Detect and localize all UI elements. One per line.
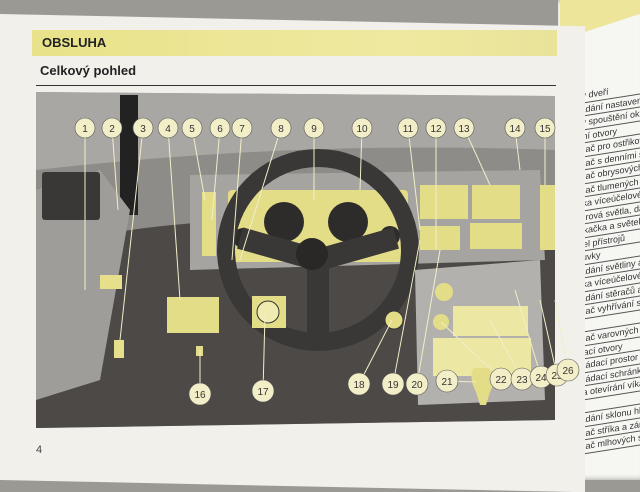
leader-line (111, 127, 119, 211)
callout-number: 1 (82, 124, 88, 135)
callout-number: 25 (551, 371, 563, 382)
door-panel (36, 170, 130, 400)
callout-number: 23 (516, 375, 528, 386)
callout-23: 23 (510, 367, 534, 391)
callout-19: 19 (381, 372, 405, 396)
callout-number: 5 (189, 124, 195, 135)
callout-number: 26 (562, 366, 574, 377)
callout-number: 18 (353, 380, 365, 391)
callout-14: 14 (504, 117, 526, 139)
callout-number: 17 (257, 387, 269, 398)
callout-number: 8 (278, 124, 284, 135)
callout-5: 5 (181, 117, 203, 139)
section-banner: OBSLUHA (32, 30, 557, 56)
leader-line (239, 127, 282, 261)
steering-wheel (217, 149, 419, 351)
callout-6: 6 (209, 117, 231, 139)
gear-lever (471, 368, 494, 405)
callout-21: 21 (435, 369, 459, 393)
callout-number: 22 (495, 375, 507, 386)
leader-line (231, 127, 243, 261)
callout-number: 20 (411, 380, 423, 391)
leader-line (119, 127, 144, 341)
callout-11: 11 (397, 117, 419, 139)
callout-number: 9 (311, 124, 317, 135)
leader-line (167, 127, 181, 301)
callout-number: 21 (441, 377, 453, 388)
callout-18: 18 (347, 372, 371, 396)
callout-20: 20 (405, 372, 429, 396)
callout-7: 7 (231, 117, 253, 139)
divider (36, 85, 556, 86)
callout-number: 12 (430, 124, 442, 135)
page-title: Celkový pohled (40, 63, 137, 78)
section-title: OBSLUHA (42, 35, 107, 50)
leader-line (392, 239, 421, 385)
leader-line (463, 127, 491, 186)
callout-16: 16 (188, 382, 212, 406)
mirror (42, 172, 100, 220)
callout-10: 10 (351, 117, 373, 139)
callout-number: 24 (535, 373, 547, 384)
leader-line (358, 319, 393, 385)
leader-line (539, 299, 558, 376)
leader-line (554, 299, 569, 371)
leader-line (191, 127, 206, 201)
leader-line (416, 249, 441, 385)
callout-number: 6 (217, 124, 223, 135)
callout-number: 7 (239, 124, 245, 135)
callout-4: 4 (157, 117, 179, 139)
leader-line (440, 321, 502, 380)
leader-line (407, 127, 421, 231)
callout-number: 14 (509, 124, 521, 135)
callout-number: 3 (140, 124, 146, 135)
callout-2: 2 (101, 117, 123, 139)
callout-number: 4 (165, 124, 171, 135)
callout-3: 3 (132, 117, 154, 139)
callout-22: 22 (489, 367, 513, 391)
callout-number: 19 (387, 380, 399, 391)
callout-12: 12 (425, 117, 447, 139)
leader-line (262, 314, 266, 392)
callout-9: 9 (303, 117, 325, 139)
air-vent (167, 297, 219, 333)
leader-line (514, 289, 542, 378)
callout-13: 13 (453, 117, 475, 139)
callout-number: 15 (539, 124, 551, 135)
callout-number: 11 (403, 124, 414, 135)
callout-26: 26 (556, 358, 580, 382)
callout-number: 2 (109, 124, 115, 135)
leader-line (359, 127, 363, 191)
callout-number: 13 (458, 124, 470, 135)
callout-8: 8 (270, 117, 292, 139)
leader-line (211, 127, 221, 221)
callout-15: 15 (534, 117, 556, 139)
callout-17: 17 (251, 379, 275, 403)
page-number: 4 (36, 444, 43, 456)
callout-number: 16 (194, 390, 206, 401)
callout-1: 1 (74, 117, 96, 139)
callout-number: 10 (356, 124, 368, 135)
